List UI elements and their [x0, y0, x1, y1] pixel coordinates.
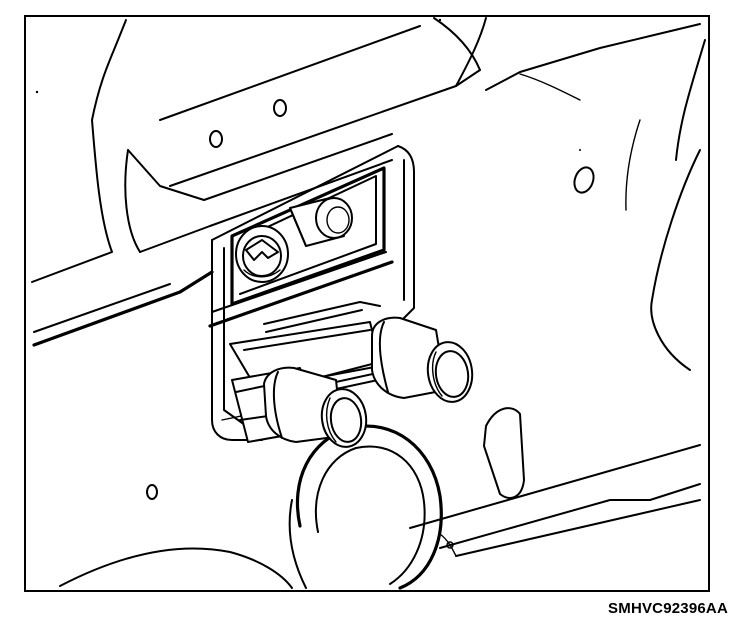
upper-pipe [289, 197, 353, 247]
body-panel-contours [31, 17, 706, 589]
grommet-seal [235, 225, 289, 283]
mounting-holes [146, 99, 595, 549]
figure-code-label: SMHVC92396AA [608, 600, 728, 617]
heater-pipe-outlet [371, 316, 474, 403]
illustration-frame [24, 15, 710, 592]
large-opening [288, 424, 443, 590]
heater-pipe-inlet [263, 366, 368, 448]
speckles [35, 18, 581, 151]
